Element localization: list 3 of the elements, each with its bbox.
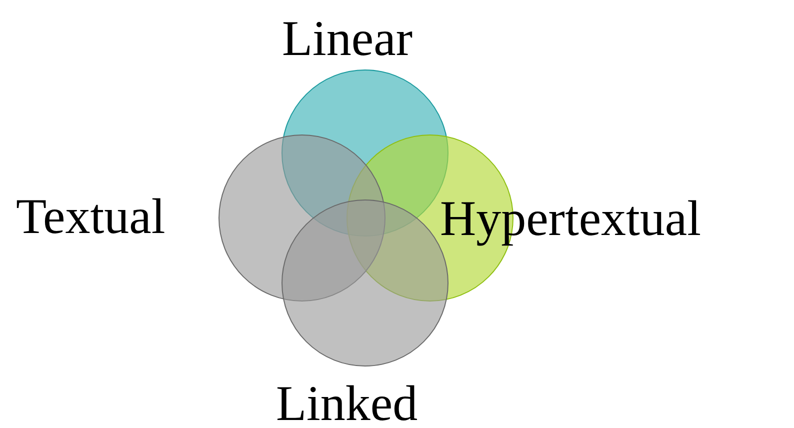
set-label: Textual xyxy=(16,188,166,244)
set-label: Linear xyxy=(282,10,412,66)
set-label: Linked xyxy=(276,375,418,428)
